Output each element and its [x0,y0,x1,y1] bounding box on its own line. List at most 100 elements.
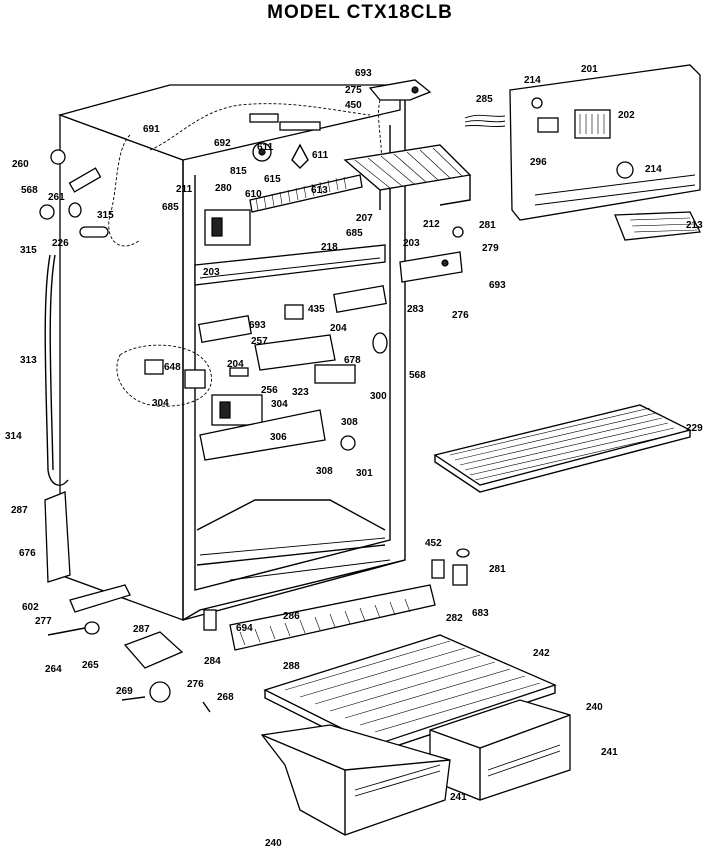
part-label-301: 301 [356,468,373,479]
center-rail [399,226,464,283]
part-label-240: 240 [586,702,603,713]
fan-assembly [249,113,321,169]
part-label-815: 815 [230,166,247,177]
part-label-323: 323 [292,387,309,398]
evaporator [204,174,363,246]
crisper-cover [263,634,557,754]
part-label-694: 694 [236,623,253,634]
part-label-611: 611 [257,142,274,153]
part-label-282: 282 [446,613,463,624]
fresh-food-controls [116,285,388,461]
part-label-203: 203 [203,267,220,278]
part-label-296: 296 [530,157,547,168]
part-label-287: 287 [11,505,28,516]
part-label-214: 214 [524,75,541,86]
top-hinge [368,79,432,101]
part-label-277: 277 [35,616,52,627]
cabinet-shell [57,84,406,621]
part-label-264: 264 [45,664,62,675]
left-parts [39,149,109,583]
part-label-615: 615 [264,174,281,185]
part-label-202: 202 [618,110,635,121]
diagram-title: MODEL CTX18CLB [267,2,453,23]
part-label-207: 207 [356,213,373,224]
control-panel [509,64,701,221]
part-label-212: 212 [423,219,440,230]
part-label-288: 288 [283,661,300,672]
part-label-693: 693 [489,280,506,291]
part-label-257: 257 [251,336,268,347]
part-label-314: 314 [5,431,22,442]
part-label-203: 203 [403,238,420,249]
part-label-611: 611 [312,150,329,161]
part-label-281: 281 [489,564,506,575]
part-label-229: 229 [686,423,703,434]
part-label-261: 261 [48,192,65,203]
part-label-304: 304 [152,398,169,409]
part-label-276: 276 [187,679,204,690]
part-label-450: 450 [345,100,362,111]
part-label-308: 308 [316,466,333,477]
part-label-435: 435 [308,304,325,315]
part-label-279: 279 [482,243,499,254]
freezer-coil-area [108,99,382,247]
part-label-300: 300 [370,391,387,402]
part-label-315: 315 [97,210,114,221]
part-label-287: 287 [133,624,150,635]
part-label-285: 285 [476,94,493,105]
part-label-685: 685 [346,228,363,239]
crisper-drawers [260,699,571,836]
light-shield [614,211,702,241]
part-label-211: 211 [176,184,193,195]
part-label-201: 201 [581,64,598,75]
fresh-food-shelf [433,404,692,493]
part-label-241: 241 [601,747,618,758]
part-label-256: 256 [261,385,278,396]
part-label-213: 213 [686,220,703,231]
part-label-304: 304 [271,399,288,410]
part-label-683: 683 [472,608,489,619]
part-label-242: 242 [533,648,550,659]
part-label-204: 204 [330,323,347,334]
part-label-240: 240 [265,838,282,849]
part-label-693: 693 [249,320,266,331]
part-label-260: 260 [12,159,29,170]
part-label-685: 685 [162,202,179,213]
wire-harness [464,114,506,128]
part-label-275: 275 [345,85,362,96]
part-label-218: 218 [321,242,338,253]
part-label-268: 268 [217,692,234,703]
part-label-204: 204 [227,359,244,370]
part-label-692: 692 [214,138,231,149]
part-label-613: 613 [311,185,328,196]
part-label-269: 269 [116,686,133,697]
part-labels: 693 275 450 285 214 201 202 296 214 691 692 611 611 2… [5,64,703,849]
part-label-602: 602 [22,602,39,613]
part-label-315: 315 [20,245,37,256]
part-label-313: 313 [20,355,37,366]
part-label-452: 452 [425,538,442,549]
part-label-280: 280 [215,183,232,194]
part-label-648: 648 [164,362,181,373]
part-label-306: 306 [270,432,287,443]
part-label-693: 693 [355,68,372,79]
freezer-shelf [343,144,472,210]
part-label-226: 226 [52,238,69,249]
bottom-parts [47,548,470,713]
part-label-568: 568 [409,370,426,381]
part-label-241: 241 [450,792,467,803]
part-label-676: 676 [19,548,36,559]
part-label-276: 276 [452,310,469,321]
part-label-691: 691 [143,124,160,135]
part-label-678: 678 [344,355,361,366]
part-label-283: 283 [407,304,424,315]
part-label-284: 284 [204,656,221,667]
part-label-308: 308 [341,417,358,428]
part-label-610: 610 [245,189,262,200]
part-label-286: 286 [283,611,300,622]
part-label-281: 281 [479,220,496,231]
part-label-265: 265 [82,660,99,671]
part-label-568: 568 [21,185,38,196]
part-label-214: 214 [645,164,662,175]
